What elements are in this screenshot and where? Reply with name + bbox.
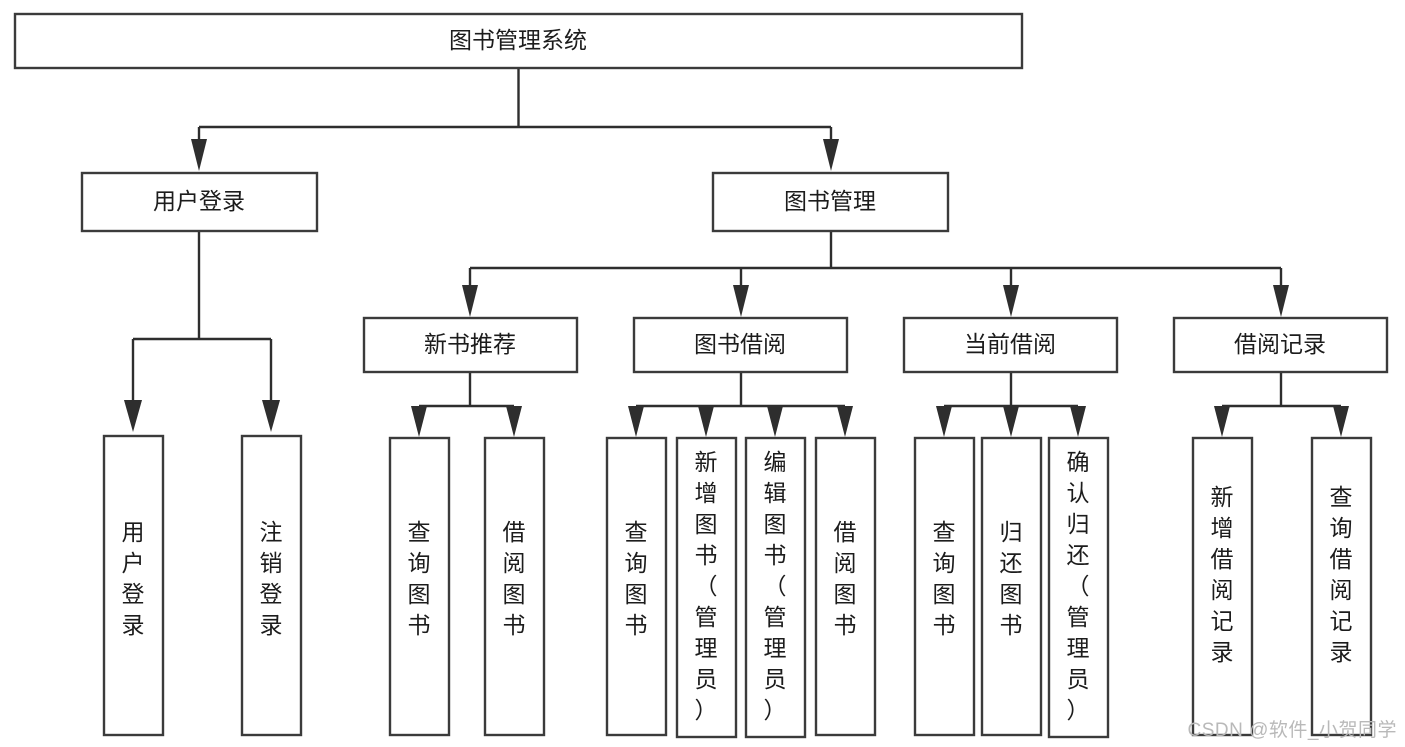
node-leaf-return-book-label: 归还图书 bbox=[1000, 519, 1023, 638]
node-borrow-record-box[interactable] bbox=[1172, 316, 1389, 374]
node-leaf-confirm-return-admin-box[interactable] bbox=[1047, 436, 1110, 739]
node-leaf-logout-box[interactable] bbox=[240, 434, 303, 737]
arrow-book-borrow bbox=[733, 285, 749, 317]
arrow-leaf-query-book-a bbox=[411, 406, 427, 437]
node-user-login-label: 用户登录 bbox=[153, 188, 245, 214]
node-root-label: 图书管理系统 bbox=[449, 27, 587, 53]
node-user-login[interactable]: 用户登录 bbox=[80, 171, 319, 233]
node-leaf-query-book-c[interactable]: 查询图书 bbox=[913, 436, 976, 737]
node-new-book-rec[interactable]: 新书推荐 bbox=[362, 316, 579, 374]
node-leaf-borrow-book-a-box[interactable] bbox=[483, 436, 546, 737]
arrow-leaf-return-book bbox=[1003, 406, 1019, 437]
node-root-box[interactable] bbox=[13, 12, 1024, 70]
arrow-leaf-borrow-book-a bbox=[506, 406, 522, 437]
node-leaf-query-book-b[interactable]: 查询图书 bbox=[605, 436, 668, 737]
arrow-leaf-query-record bbox=[1333, 406, 1349, 437]
node-leaf-edit-book-admin-box[interactable] bbox=[744, 436, 807, 739]
node-leaf-borrow-book-a[interactable]: 借阅图书 bbox=[483, 436, 546, 737]
arrow-user-login bbox=[191, 139, 207, 171]
node-leaf-user-login[interactable]: 用户登录 bbox=[102, 434, 165, 737]
connector-group-root bbox=[191, 68, 839, 171]
node-leaf-query-book-c-box[interactable] bbox=[913, 436, 976, 737]
node-leaf-edit-book-admin-label: 编辑图书（管理员） bbox=[764, 449, 787, 723]
node-book-borrow-box[interactable] bbox=[632, 316, 849, 374]
connector-group-user-login-leaves bbox=[124, 231, 280, 432]
node-leaf-borrow-book-b[interactable]: 借阅图书 bbox=[814, 436, 877, 737]
node-leaf-query-book-a[interactable]: 查询图书 bbox=[388, 436, 451, 737]
arrow-leaf-borrow-book-b bbox=[837, 406, 853, 437]
connector-group-book-borrow-leaves bbox=[628, 372, 853, 437]
node-leaf-add-book-admin-box[interactable] bbox=[675, 436, 738, 739]
node-user-login-box[interactable] bbox=[80, 171, 319, 233]
node-leaf-user-login-box[interactable] bbox=[102, 434, 165, 737]
node-leaf-add-book-admin-label: 新增图书（管理员） bbox=[695, 449, 718, 723]
node-leaf-query-book-a-label: 查询图书 bbox=[408, 519, 431, 638]
node-leaf-return-book[interactable]: 归还图书 bbox=[980, 436, 1043, 737]
connector-group-book-manage bbox=[462, 231, 1289, 317]
node-leaf-confirm-return-admin[interactable]: 确认归还（管理员） bbox=[1047, 436, 1110, 739]
node-leaf-query-book-b-label: 查询图书 bbox=[625, 519, 648, 638]
arrow-current-borrow bbox=[1003, 285, 1019, 317]
node-leaf-query-record-box[interactable] bbox=[1310, 436, 1373, 737]
node-book-manage-label: 图书管理 bbox=[784, 188, 876, 214]
node-new-book-rec-box[interactable] bbox=[362, 316, 579, 374]
node-new-book-rec-label: 新书推荐 bbox=[424, 331, 516, 357]
node-leaf-logout-label: 注销登录 bbox=[260, 519, 283, 638]
node-leaf-query-book-a-box[interactable] bbox=[388, 436, 451, 737]
node-leaf-add-record-box[interactable] bbox=[1191, 436, 1254, 737]
node-current-borrow-label: 当前借阅 bbox=[964, 331, 1056, 357]
arrow-leaf-user-login bbox=[124, 400, 142, 432]
connector-group-borrow-record-leaves bbox=[1214, 372, 1349, 437]
node-leaf-borrow-book-b-box[interactable] bbox=[814, 436, 877, 737]
node-current-borrow[interactable]: 当前借阅 bbox=[902, 316, 1119, 374]
arrow-borrow-record bbox=[1273, 285, 1289, 317]
node-borrow-record[interactable]: 借阅记录 bbox=[1172, 316, 1389, 374]
csdn-watermark: CSDN @软件_小贺同学 bbox=[1187, 720, 1397, 741]
connector-group-new-book-rec-leaves bbox=[411, 372, 522, 437]
node-leaf-query-record[interactable]: 查询借阅记录 bbox=[1310, 436, 1373, 737]
node-current-borrow-box[interactable] bbox=[902, 316, 1119, 374]
node-leaf-add-record[interactable]: 新增借阅记录 bbox=[1191, 436, 1254, 737]
node-leaf-query-book-b-box[interactable] bbox=[605, 436, 668, 737]
arrow-book-manage bbox=[823, 139, 839, 171]
node-leaf-add-book-admin[interactable]: 新增图书（管理员） bbox=[675, 436, 738, 739]
node-leaf-borrow-book-b-label: 借阅图书 bbox=[834, 519, 857, 638]
node-leaf-return-book-box[interactable] bbox=[980, 436, 1043, 737]
arrow-leaf-confirm-return bbox=[1070, 406, 1086, 437]
node-leaf-edit-book-admin[interactable]: 编辑图书（管理员） bbox=[744, 436, 807, 739]
node-leaf-confirm-return-admin-label: 确认归还（管理员） bbox=[1067, 449, 1090, 723]
node-leaf-logout[interactable]: 注销登录 bbox=[240, 434, 303, 737]
arrow-leaf-add-record bbox=[1214, 406, 1230, 437]
arrow-leaf-query-book-c bbox=[936, 406, 952, 437]
node-borrow-record-label: 借阅记录 bbox=[1234, 331, 1326, 357]
arrow-new-book-rec bbox=[462, 285, 478, 317]
node-leaf-query-book-c-label: 查询图书 bbox=[933, 519, 956, 638]
node-book-borrow[interactable]: 图书借阅 bbox=[632, 316, 849, 374]
arrow-leaf-add-book bbox=[698, 406, 714, 437]
node-leaf-add-record-label: 新增借阅记录 bbox=[1211, 484, 1234, 665]
connector-group-current-borrow-leaves bbox=[936, 372, 1086, 437]
node-leaf-borrow-book-a-label: 借阅图书 bbox=[503, 519, 526, 638]
node-book-manage-box[interactable] bbox=[711, 171, 950, 233]
arrow-leaf-query-book-b bbox=[628, 406, 644, 437]
node-book-manage[interactable]: 图书管理 bbox=[711, 171, 950, 233]
node-book-borrow-label: 图书借阅 bbox=[694, 331, 786, 357]
node-leaf-query-record-label: 查询借阅记录 bbox=[1330, 484, 1353, 665]
node-leaf-user-login-label: 用户登录 bbox=[122, 519, 145, 638]
arrow-leaf-edit-book bbox=[767, 406, 783, 437]
node-root[interactable]: 图书管理系统 bbox=[13, 12, 1024, 70]
arrow-leaf-logout bbox=[262, 400, 280, 432]
